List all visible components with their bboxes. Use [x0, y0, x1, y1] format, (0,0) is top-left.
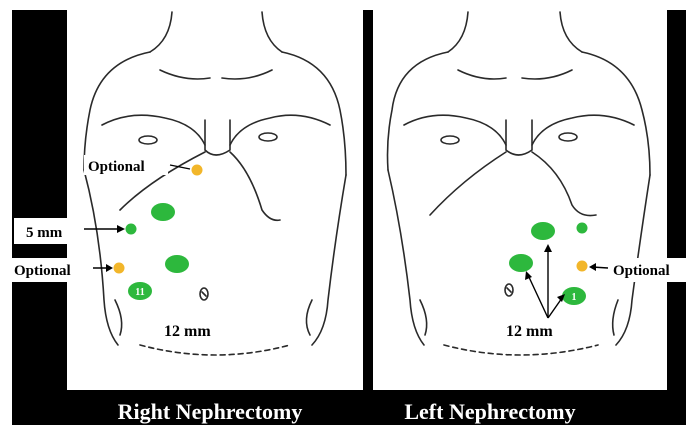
- optional-port-side: [114, 263, 125, 274]
- port-green-upper: [151, 203, 175, 221]
- port-green-upper-right: [531, 222, 555, 240]
- port-5mm-right: [577, 223, 588, 234]
- optional-side-label: Optional: [14, 263, 71, 279]
- caption-right-nephrectomy: Right Nephrectomy: [118, 399, 303, 424]
- optional-port-side-right: [577, 261, 588, 272]
- port-5mm: [126, 224, 137, 235]
- twelve-mm-label-right: 12 mm: [506, 323, 553, 340]
- caption-left-nephrectomy: Left Nephrectomy: [404, 399, 575, 424]
- port-green-middle-right: [509, 254, 533, 272]
- port-12mm-number: 11: [135, 287, 144, 298]
- port-12mm-right-number: 1: [572, 292, 577, 303]
- optional-port-top: [192, 165, 203, 176]
- port-green-middle: [165, 255, 189, 273]
- five-mm-label: 5 mm: [26, 225, 63, 241]
- optional-right-label: Optional: [613, 263, 670, 279]
- twelve-mm-label-left: 12 mm: [164, 323, 211, 340]
- optional-top-label: Optional: [88, 159, 145, 175]
